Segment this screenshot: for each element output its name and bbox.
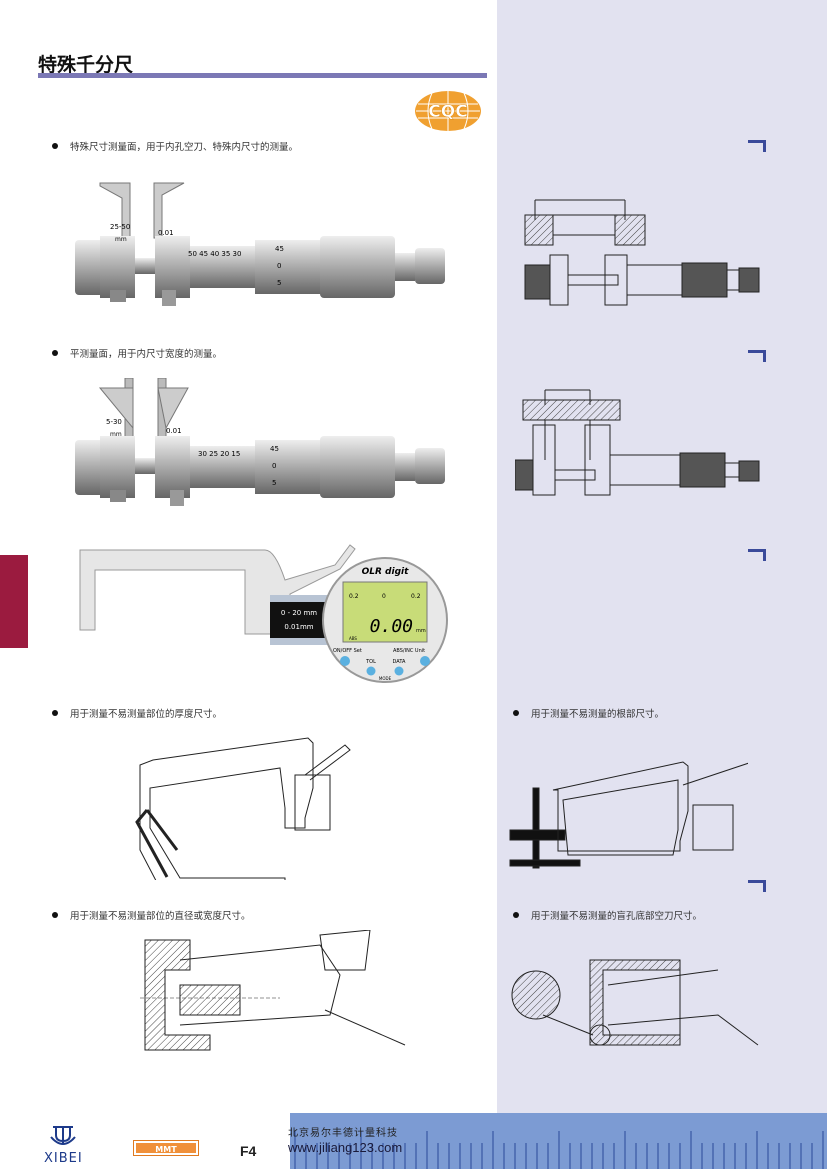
cqc-logo: CQC [415,91,481,131]
svg-text:DATA: DATA [393,659,406,665]
inside-micrometer-photo-1: 25-50 mm 0.01 50 45 40 35 30 45 0 5 [75,182,445,306]
svg-text:0: 0 [272,462,276,470]
corner-mark [748,549,766,561]
svg-text:50 45 40 35 30: 50 45 40 35 30 [188,250,241,258]
blind-hole-groove-measurement-drawing [511,959,759,1046]
corner-mark [748,140,766,152]
footer-ruler-band [290,1113,827,1169]
svg-text:0.2: 0.2 [349,593,359,600]
svg-text:CQC: CQC [428,102,467,122]
ruler-ticks [294,1131,824,1169]
thickness-measurement-drawing [135,737,351,880]
corner-mark [748,880,766,892]
svg-text:0.01: 0.01 [158,229,174,237]
corner-mark [748,350,766,362]
svg-text:0.01: 0.01 [166,427,182,435]
svg-text:0: 0 [277,262,281,270]
svg-text:mm: mm [115,236,127,243]
diameter-width-measurement-drawing [140,930,406,1051]
svg-text:30 25 20 15: 30 25 20 15 [198,450,240,458]
company-name: 北京易尔丰德计量科技 [288,1128,398,1139]
svg-text:45: 45 [275,245,284,253]
title-underline [38,73,487,78]
svg-text:mm: mm [110,431,122,438]
bullet-text-3: 用于测量不易测量部位的厚度尺寸。 [52,706,222,720]
bullet-text-6: 用于测量不易测量的盲孔底部空刀尺寸。 [513,908,702,922]
svg-text:OLR digit: OLR digit [362,567,410,577]
svg-text:ABS: ABS [349,636,357,641]
page-number: F4 [240,1143,257,1159]
digital-caliper-gauge-photo: 0 - 20 mm 0.01mm OLR digit 0.2 0 0.2 0.0… [79,544,448,683]
svg-text:0.00: 0.00 [370,616,413,637]
website-url: www.jiliang123.com [288,1140,403,1155]
inside-width-measurement-drawing [515,389,760,496]
mmt-logo: MMT [133,1140,199,1156]
svg-text:ABS/INC Unit: ABS/INC Unit [393,648,425,654]
section-tab [0,555,28,648]
svg-text:mm: mm [416,628,426,634]
inside-micrometer-photo-2: 5-30 mm 0.01 30 25 20 15 45 0 5 [75,378,445,506]
svg-text:5: 5 [277,279,281,287]
svg-text:5-30: 5-30 [106,418,122,426]
xibei-logo: XIBEI [44,1125,83,1166]
page-title: 特殊千分尺 [38,54,134,76]
root-dimension-measurement-drawing [509,761,748,869]
svg-text:MODE: MODE [379,676,392,681]
svg-text:0 - 20 mm: 0 - 20 mm [281,609,317,617]
svg-text:TOL: TOL [365,659,376,665]
svg-text:0.01mm: 0.01mm [284,623,313,631]
svg-text:5: 5 [272,479,276,487]
bullet-text-5: 用于测量不易测量部位的直径或宽度尺寸。 [52,908,251,922]
svg-text:ON/OFF Set: ON/OFF Set [333,648,362,654]
inside-groove-measurement-drawing [524,199,760,306]
bullet-text-2: 平测量面，用于内尺寸宽度的测量。 [52,346,222,360]
svg-text:45: 45 [270,445,279,453]
svg-text:0.2: 0.2 [411,593,421,600]
bullet-text-4: 用于测量不易测量的根部尺寸。 [513,706,664,720]
bullet-text-1: 特殊尺寸测量面，用于内孔空刀、特殊内尺寸的测量。 [52,139,298,153]
svg-text:25-50: 25-50 [110,223,130,231]
svg-text:0: 0 [382,593,386,600]
